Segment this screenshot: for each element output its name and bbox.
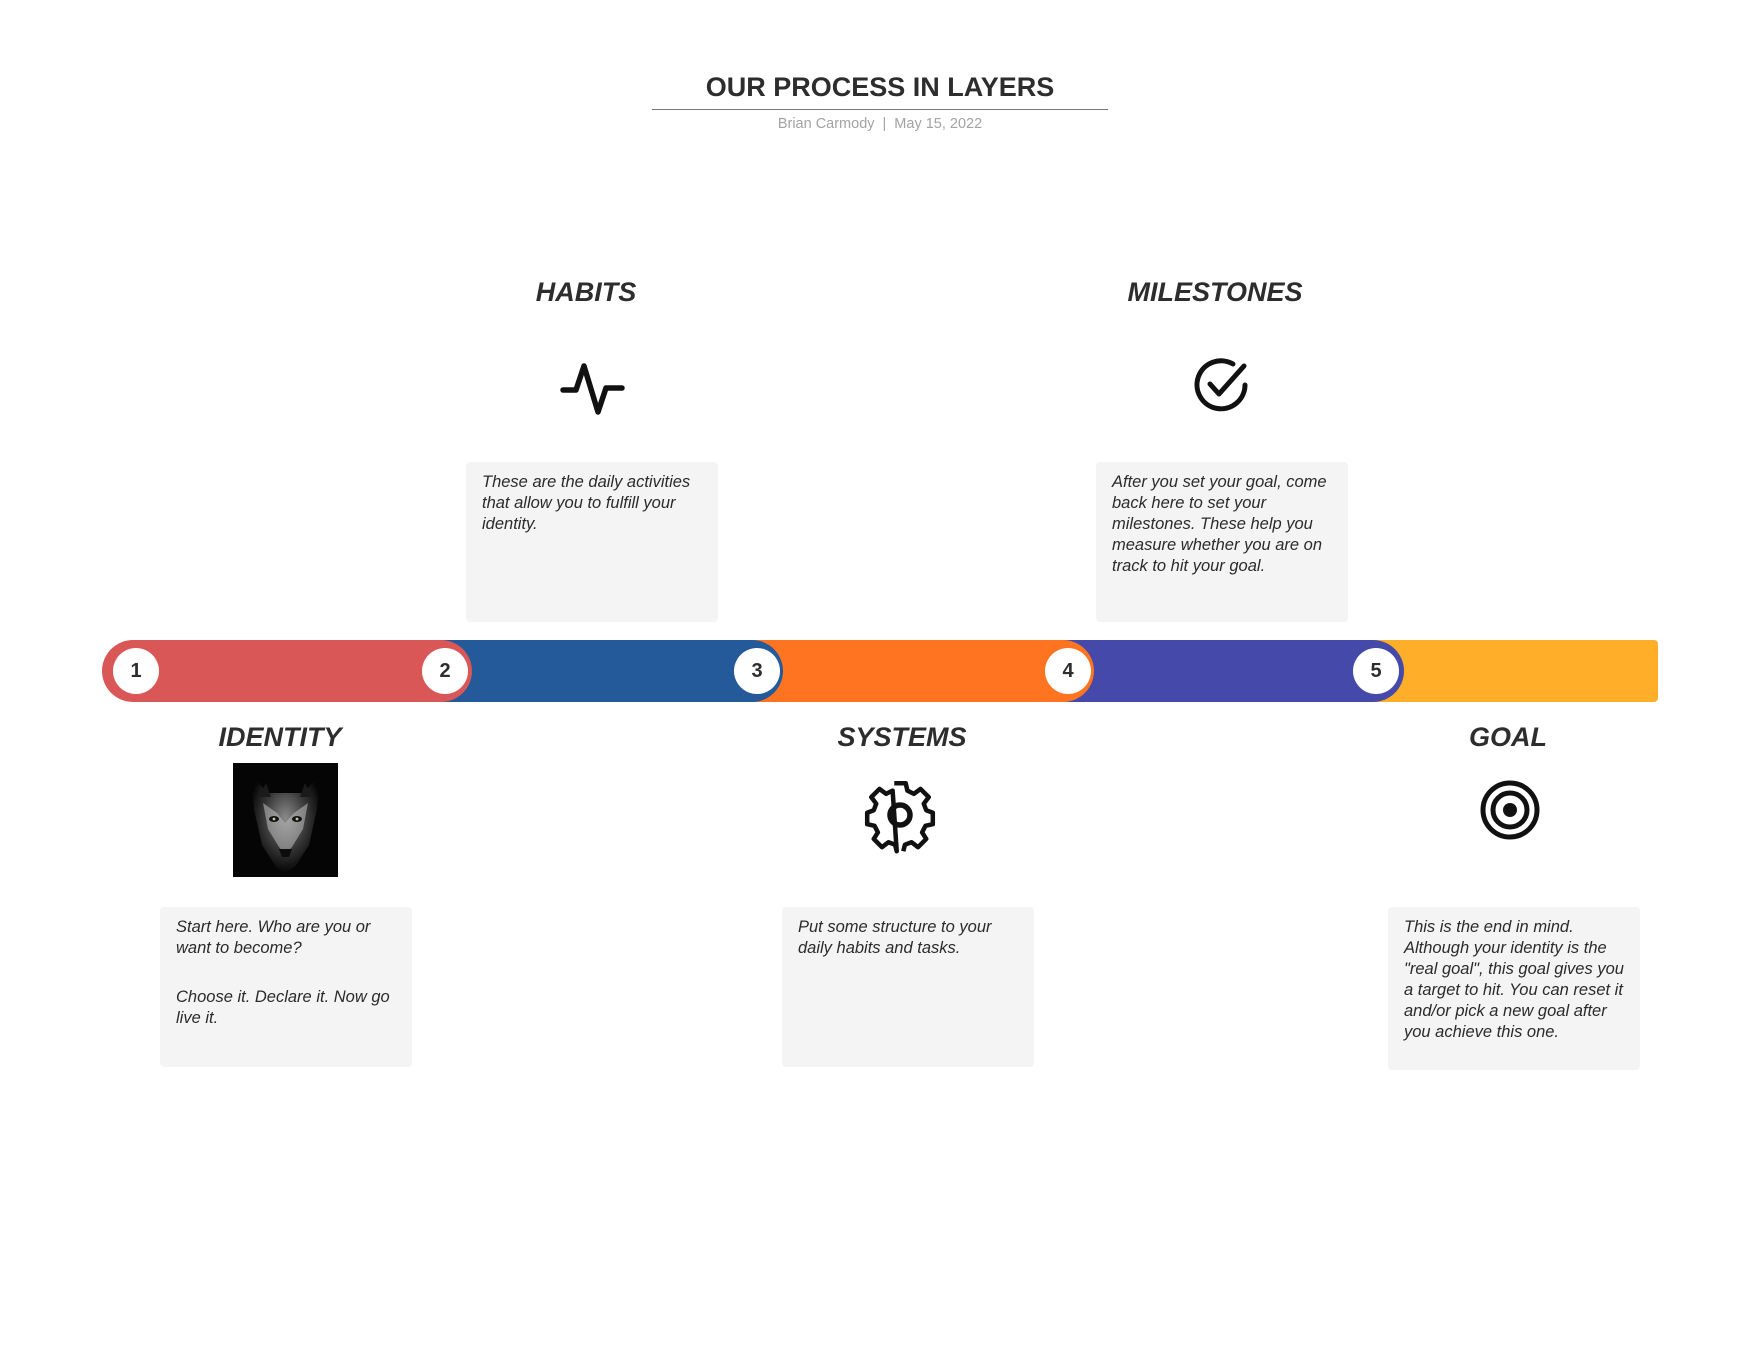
step-description-habits: These are the daily activities that allo… xyxy=(466,462,718,622)
step-description-milestones: After you set your goal, come back here … xyxy=(1096,462,1348,622)
activity-pulse-icon xyxy=(560,358,626,420)
gear-icon xyxy=(858,774,942,858)
timeline-segment-habits xyxy=(411,640,783,702)
title-underline xyxy=(652,109,1108,110)
step-title-milestones: MILESTONES xyxy=(1127,277,1303,307)
wolf-image xyxy=(233,763,338,877)
timeline-segment-identity xyxy=(102,640,472,702)
identity-text-line-1: Start here. Who are you or want to becom… xyxy=(176,918,371,957)
check-circle-icon xyxy=(1190,354,1252,416)
byline: Brian Carmody | May 15, 2022 xyxy=(652,116,1108,132)
step-number-3: 3 xyxy=(734,648,780,694)
step-title-goal: GOAL xyxy=(1469,722,1547,752)
timeline-segment-systems xyxy=(723,640,1094,702)
identity-text-line-2: Choose it. Declare it. Now go live it. xyxy=(176,988,390,1027)
step-description-goal: This is the end in mind. Although your i… xyxy=(1388,907,1640,1070)
page-title: OUR PROCESS IN LAYERS xyxy=(705,72,1055,102)
author-name: Brian Carmody xyxy=(777,116,875,132)
step-number-1: 1 xyxy=(113,648,159,694)
milestones-text: After you set your goal, come back here … xyxy=(1112,473,1327,575)
publish-date: May 15, 2022 xyxy=(894,116,983,132)
step-number-4: 4 xyxy=(1045,648,1091,694)
step-description-systems: Put some structure to your daily habits … xyxy=(782,907,1034,1067)
step-title-systems: SYSTEMS xyxy=(837,722,967,752)
goal-text: This is the end in mind. Although your i… xyxy=(1404,918,1624,1041)
habits-text: These are the daily activities that allo… xyxy=(482,473,691,533)
timeline-segment-milestones xyxy=(1034,640,1404,702)
byline-separator: | xyxy=(882,116,887,132)
step-number-2: 2 xyxy=(422,648,468,694)
step-number-5: 5 xyxy=(1353,648,1399,694)
systems-text: Put some structure to your daily habits … xyxy=(798,918,992,957)
step-title-habits: HABITS xyxy=(535,277,637,307)
target-icon xyxy=(1478,778,1542,842)
step-title-identity: IDENTITY xyxy=(218,722,342,752)
step-description-identity: Start here. Who are you or want to becom… xyxy=(160,907,412,1067)
